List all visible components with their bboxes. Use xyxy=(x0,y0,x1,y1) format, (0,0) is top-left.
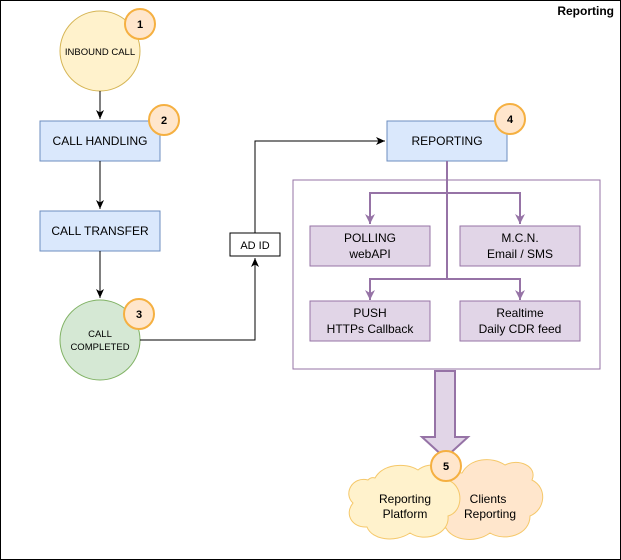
svg-text:5: 5 xyxy=(443,461,449,473)
svg-text:1: 1 xyxy=(137,19,143,31)
svg-text:Clients: Clients xyxy=(470,492,507,506)
mcn-node: M.C.N. Email / SMS xyxy=(459,225,581,267)
output-arrow xyxy=(419,370,471,460)
svg-text:Reporting: Reporting xyxy=(379,492,431,506)
svg-text:Reporting: Reporting xyxy=(464,507,516,521)
step-badge-4: 4 xyxy=(494,103,526,135)
svg-text:M.C.N.: M.C.N. xyxy=(501,231,538,245)
svg-text:2: 2 xyxy=(161,115,167,127)
svg-text:Email / SMS: Email / SMS xyxy=(487,247,553,261)
call-completed-line1: CALL xyxy=(88,329,112,340)
polling-node: POLLING webAPI xyxy=(309,225,431,267)
inbound-call-label: INBOUND CALL xyxy=(65,47,135,58)
ad-id-node: AD ID xyxy=(229,232,281,257)
diagram-title: Reporting xyxy=(557,4,614,18)
call-handling-label: CALL HANDLING xyxy=(53,134,148,148)
call-completed-line2: COMPLETED xyxy=(70,342,129,353)
svg-text:PUSH: PUSH xyxy=(353,306,386,320)
inbound-call-node: INBOUND CALL xyxy=(59,10,141,92)
reporting-distribution-lines xyxy=(369,161,521,298)
arrow-completed-to-adid xyxy=(140,258,259,341)
clients-reporting-cloud: Clients Reporting xyxy=(425,459,544,540)
svg-text:3: 3 xyxy=(136,309,142,321)
svg-text:Realtime: Realtime xyxy=(496,306,544,320)
svg-text:HTTPs Callback: HTTPs Callback xyxy=(327,322,415,336)
push-node: PUSH HTTPs Callback xyxy=(309,300,431,342)
svg-text:4: 4 xyxy=(507,114,514,126)
call-handling-node: CALL HANDLING xyxy=(39,120,161,162)
svg-text:POLLING: POLLING xyxy=(344,231,396,245)
step-badge-3: 3 xyxy=(123,298,155,330)
call-transfer-label: CALL TRANSFER xyxy=(51,224,149,238)
step-badge-1: 1 xyxy=(124,8,156,40)
reporting-node: REPORTING xyxy=(386,120,508,162)
reporting-label: REPORTING xyxy=(411,134,482,148)
svg-text:Platform: Platform xyxy=(383,507,428,521)
reporting-platform-cloud: Reporting Platform xyxy=(348,464,461,540)
svg-text:webAPI: webAPI xyxy=(348,247,390,261)
arrow-adid-to-reporting xyxy=(254,137,385,233)
ad-id-label: AD ID xyxy=(240,240,269,252)
step-badge-2: 2 xyxy=(148,104,180,136)
svg-text:Daily CDR feed: Daily CDR feed xyxy=(479,322,562,336)
realtime-node: Realtime Daily CDR feed xyxy=(459,300,581,342)
step-badge-5: 5 xyxy=(430,450,462,482)
call-transfer-node: CALL TRANSFER xyxy=(39,210,161,252)
